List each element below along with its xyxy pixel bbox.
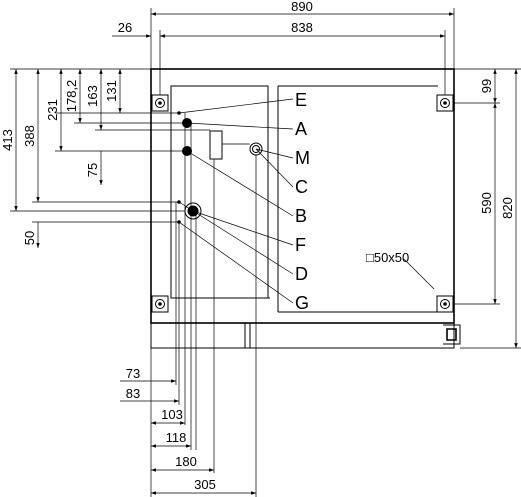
dim-73: 73 [126, 366, 140, 381]
dim-hole-offset: 26 [118, 20, 132, 35]
label-m: M [295, 148, 310, 168]
connection-labels: E A M C B F D G □50x50 [295, 90, 409, 313]
mounting-hole [436, 94, 454, 112]
housing [150, 68, 461, 349]
dim-180: 180 [175, 454, 197, 469]
leader-lines [178, 98, 435, 304]
label-f: F [295, 235, 306, 255]
dim-83: 83 [126, 386, 140, 401]
label-d: D [295, 264, 308, 284]
inner-frame [277, 85, 438, 313]
dim-163: 163 [85, 85, 100, 107]
label-a: A [295, 119, 307, 139]
square-note: □50x50 [366, 250, 409, 265]
dim-305: 305 [194, 477, 216, 492]
label-g: G [295, 293, 309, 313]
fitting-block [209, 130, 223, 160]
base-notch [443, 324, 461, 345]
dim-178-2: 178,2 [64, 80, 79, 113]
bottom-dimensions: 73 83 103 118 180 305 [120, 113, 257, 497]
dim-hole-spacing: 838 [291, 20, 313, 35]
label-c: C [295, 177, 308, 197]
right-dimensions: 99 590 820 [453, 68, 521, 349]
mounting-hole [436, 295, 454, 313]
top-dimensions: 890 838 26 [112, 0, 455, 95]
label-b: B [295, 206, 307, 226]
dim-99: 99 [479, 79, 494, 93]
dim-388: 388 [22, 125, 37, 147]
connections [177, 111, 263, 224]
dim-118: 118 [166, 430, 187, 445]
dim-590: 590 [479, 192, 494, 214]
dim-75: 75 [85, 163, 100, 177]
dim-50: 50 [22, 231, 37, 245]
dim-820: 820 [500, 197, 515, 219]
dim-131: 131 [104, 80, 119, 102]
dim-103: 103 [161, 407, 183, 422]
base-frame [150, 322, 455, 349]
dim-413: 413 [0, 129, 15, 151]
mounting-hole [151, 295, 169, 313]
mounting-hole [151, 94, 169, 112]
label-e: E [295, 90, 307, 110]
left-dimensions: 413 388 231 178,2 163 131 75 50 [0, 68, 210, 248]
dim-overall-width: 890 [291, 0, 313, 14]
dim-231: 231 [45, 99, 60, 121]
